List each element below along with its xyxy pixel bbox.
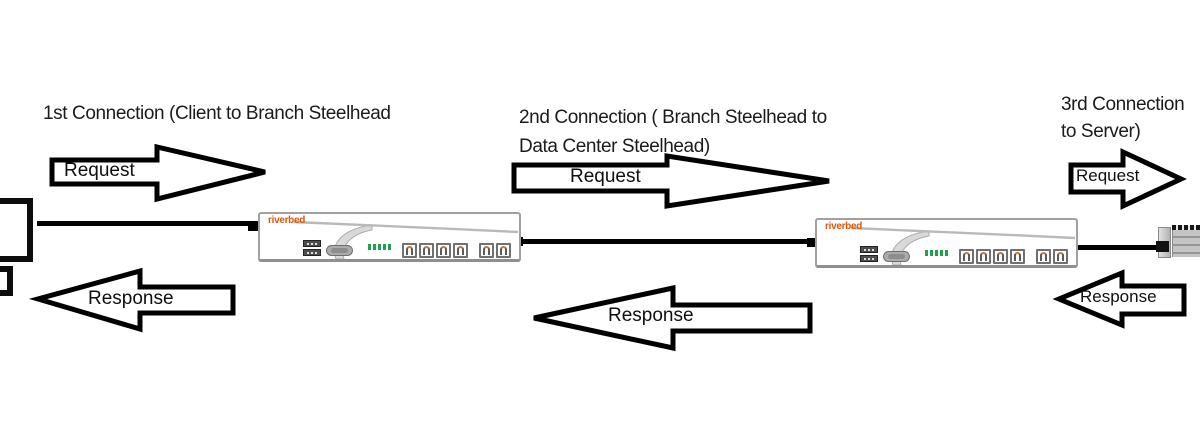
usb-port-icon — [303, 240, 321, 247]
ethernet-port-icon — [419, 243, 434, 258]
request-arrow-2 — [511, 153, 830, 209]
usb-port-icon — [860, 246, 878, 253]
led-indicator-icon — [940, 250, 943, 256]
label-3rd-connection-line1: 3rd Connection — [1061, 94, 1185, 115]
wire-datacenter-to-server — [1074, 245, 1162, 250]
riverbed-logo: riverbed — [268, 215, 306, 226]
ethernet-port-group — [479, 243, 511, 258]
request-label-2: Request — [570, 166, 641, 187]
branch-steelhead-appliance: riverbed — [258, 212, 521, 262]
server-body — [1172, 230, 1200, 257]
response-label-3: Response — [1080, 287, 1157, 306]
ethernet-port-icon — [1053, 249, 1068, 264]
led-indicator-icon — [383, 244, 386, 250]
led-indicator-icon — [378, 244, 381, 250]
server-cable-connector — [1156, 241, 1169, 252]
led-indicators — [925, 250, 948, 256]
label-1st-connection: 1st Connection (Client to Branch Steelhe… — [43, 103, 391, 124]
wire-end-nub — [248, 221, 258, 231]
led-indicator-icon — [373, 244, 376, 250]
usb-port-icon — [303, 249, 321, 256]
ethernet-port-icon — [1010, 249, 1025, 264]
ethernet-port-icon — [959, 249, 974, 264]
led-indicators — [368, 244, 391, 250]
wire-end-nub — [807, 238, 816, 247]
ethernet-port-group — [959, 249, 1025, 264]
client-base — [0, 266, 13, 296]
request-label-1: Request — [64, 160, 135, 181]
led-indicator-icon — [388, 244, 391, 250]
server-vent-strip — [1172, 225, 1200, 230]
request-arrow-3 — [1068, 148, 1187, 210]
ethernet-port-icon — [976, 249, 991, 264]
label-2nd-connection: 2nd Connection ( Branch Steelhead to Dat… — [519, 103, 827, 161]
label-2nd-connection-line1: 2nd Connection ( Branch Steelhead to — [519, 107, 827, 128]
response-arrow-1 — [28, 267, 236, 333]
ethernet-port-icon — [453, 243, 468, 258]
led-indicator-icon — [925, 250, 928, 256]
response-label-2: Response — [608, 305, 694, 326]
ethernet-port-icon — [1036, 249, 1051, 264]
ethernet-port-icon — [402, 243, 417, 258]
led-indicator-icon — [930, 250, 933, 256]
vga-port-icon — [883, 251, 910, 262]
label-3rd-connection-line2: to Server) — [1061, 121, 1141, 142]
led-indicator-icon — [945, 250, 948, 256]
request-label-3: Request — [1076, 166, 1140, 185]
ethernet-port-group — [1036, 249, 1068, 264]
response-arrow-3 — [1052, 269, 1187, 329]
led-indicator-icon — [935, 250, 938, 256]
ethernet-port-icon — [479, 243, 494, 258]
label-2nd-connection-line2: Data Center Steelhead) — [519, 136, 710, 157]
vga-port-icon — [326, 245, 353, 256]
led-indicator-icon — [368, 244, 371, 250]
response-arrow-2 — [533, 284, 813, 352]
wire-branch-to-datacenter — [518, 239, 818, 244]
request-arrow-1 — [49, 143, 266, 203]
usb-ports — [860, 246, 878, 264]
usb-ports — [303, 240, 321, 258]
ethernet-port-icon — [436, 243, 451, 258]
datacenter-steelhead-appliance: riverbed — [815, 218, 1078, 268]
usb-port-icon — [860, 255, 878, 262]
response-label-1: Response — [88, 288, 174, 309]
riverbed-logo: riverbed — [825, 221, 863, 232]
client-monitor — [0, 198, 33, 262]
ethernet-port-group — [402, 243, 468, 258]
ethernet-port-icon — [993, 249, 1008, 264]
label-3rd-connection: 3rd Connection to Server) — [1061, 91, 1185, 145]
ethernet-port-icon — [496, 243, 511, 258]
wire-client-to-branch — [37, 221, 252, 226]
